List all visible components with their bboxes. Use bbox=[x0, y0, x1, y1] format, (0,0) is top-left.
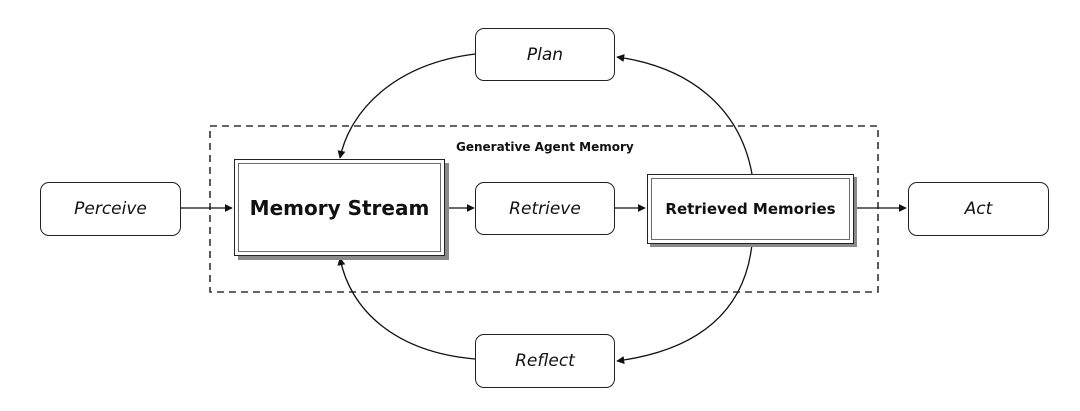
node-memory-stream[interactable]: Memory Stream bbox=[234, 159, 445, 256]
node-perceive[interactable]: Perceive bbox=[40, 182, 181, 236]
group-boundary bbox=[209, 125, 879, 293]
edge-retrieved-memories-to-reflect bbox=[616, 243, 753, 365]
edge-plan-to-memory-stream bbox=[337, 53, 476, 159]
group-title: Generative Agent Memory bbox=[456, 140, 634, 154]
node-retrieve[interactable]: Retrieve bbox=[475, 182, 615, 235]
node-retrieved-memories[interactable]: Retrieved Memories bbox=[647, 174, 854, 244]
node-act[interactable]: Act bbox=[908, 182, 1049, 236]
node-plan[interactable]: Plan bbox=[475, 28, 615, 81]
node-reflect[interactable]: Reflect bbox=[475, 334, 615, 388]
edge-reflect-to-memory-stream bbox=[337, 257, 476, 360]
edge-retrieved-memories-to-plan bbox=[616, 54, 753, 175]
